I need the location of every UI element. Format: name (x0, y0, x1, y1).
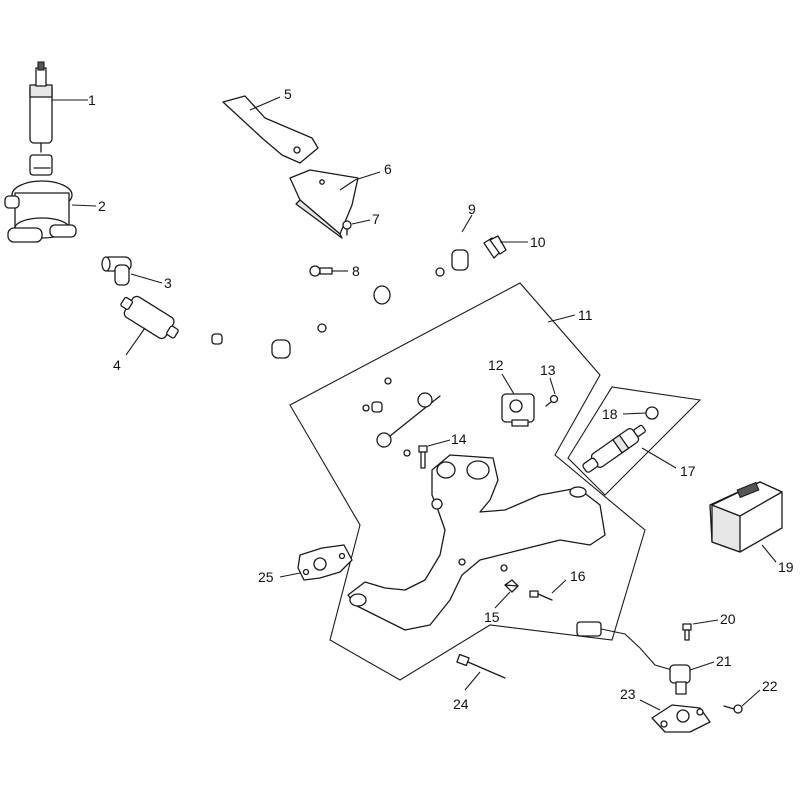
leader-12 (501, 373, 515, 395)
throttle-sensor (501, 393, 535, 427)
elbow-fitting (101, 256, 132, 286)
leader-25 (279, 572, 301, 578)
callout-5: 5 (284, 86, 292, 102)
callout-2: 2 (98, 198, 106, 214)
fuel-pump (29, 61, 53, 153)
leader-3 (130, 273, 163, 284)
leader-6b (354, 171, 381, 181)
bracket-plate (289, 169, 359, 239)
callout-16: 16 (570, 568, 586, 584)
intake-manifold-group-outline (289, 282, 646, 681)
callout-17: 17 (680, 463, 696, 479)
leader-14 (427, 439, 451, 447)
callout-25: 25 (258, 569, 274, 585)
callout-8: 8 (352, 263, 360, 279)
bolt-16 (529, 590, 553, 601)
fuel-injector (582, 424, 646, 473)
spring (504, 579, 519, 593)
callout-14: 14 (451, 431, 467, 447)
leader-23 (639, 699, 661, 711)
screw-20 (682, 623, 692, 641)
bolt-8 (309, 265, 333, 277)
leader-19 (761, 544, 777, 563)
callout-22: 22 (762, 678, 778, 694)
gasket (297, 544, 353, 581)
speed-sensor (576, 621, 691, 695)
leader-17 (641, 447, 677, 469)
leader-4 (125, 327, 146, 356)
callout-18: 18 (602, 406, 618, 422)
leader-22 (741, 689, 761, 707)
screw-13 (545, 394, 559, 407)
intake-manifold (347, 454, 606, 631)
callout-13: 13 (540, 362, 556, 378)
leader-9 (461, 214, 473, 233)
bolt-14 (418, 445, 428, 469)
injector-group-outline (567, 386, 702, 496)
callout-6: 6 (384, 161, 392, 177)
callout-15: 15 (484, 609, 500, 625)
leader-6 (339, 179, 356, 191)
bolt-long-24 (456, 653, 506, 679)
fuel-filter (120, 295, 179, 340)
leader-2 (71, 204, 97, 207)
callout-4: 4 (113, 357, 121, 373)
leader-20 (692, 619, 719, 625)
leader-7 (351, 219, 371, 225)
callout-9: 9 (468, 201, 476, 217)
throttle-shaft (362, 377, 441, 457)
clip (483, 235, 507, 259)
screw-22 (723, 704, 743, 714)
leader-18 (622, 412, 647, 415)
leader-5 (249, 96, 281, 111)
callout-23: 23 (620, 686, 636, 702)
sensor-bracket (651, 704, 711, 733)
fuel-rail (211, 249, 469, 359)
callout-20: 20 (720, 611, 736, 627)
callout-7: 7 (372, 211, 380, 227)
callout-3: 3 (164, 275, 172, 291)
callout-19: 19 (778, 559, 794, 575)
pressure-regulator (4, 154, 77, 243)
callout-12: 12 (488, 357, 504, 373)
leader-16 (551, 579, 567, 594)
leader-11 (547, 314, 576, 323)
ecu (709, 481, 783, 553)
callout-21: 21 (716, 653, 732, 669)
callout-10: 10 (530, 234, 546, 250)
callout-24: 24 (453, 696, 469, 712)
leader-13 (549, 377, 556, 395)
leader-15 (494, 591, 511, 609)
callout-1: 1 (88, 92, 96, 108)
bolt-small-7 (342, 220, 352, 236)
o-ring (645, 406, 659, 420)
callout-11: 11 (578, 307, 593, 323)
bracket-upper (222, 95, 319, 164)
leader-24 (464, 671, 481, 691)
leader-21 (689, 661, 715, 671)
